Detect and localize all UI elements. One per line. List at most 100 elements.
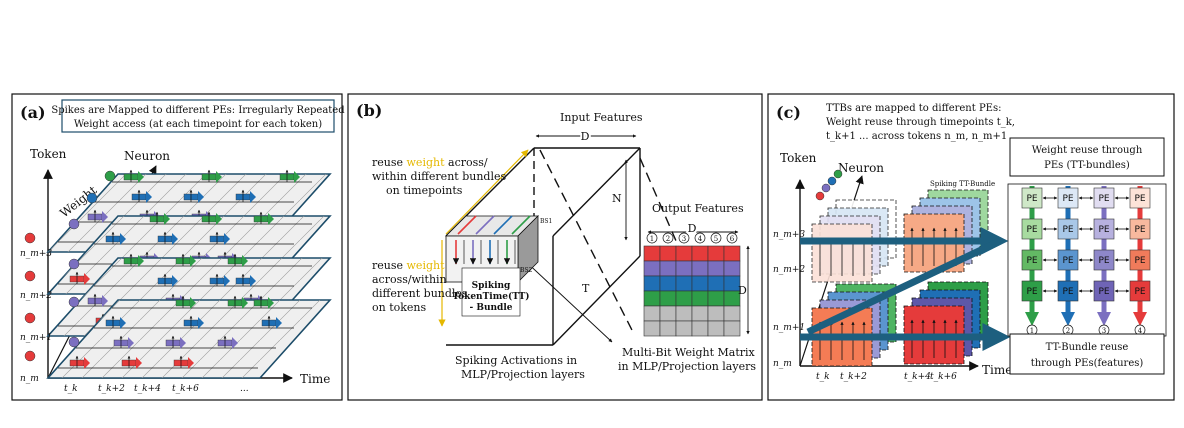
matrix-col-circle <box>662 232 674 244</box>
matrix-cell <box>723 305 741 322</box>
matrix-cell <box>643 245 661 262</box>
panel-a-planes <box>46 169 332 379</box>
pe-label: PE <box>1062 287 1073 297</box>
weight-dot-green <box>104 170 116 182</box>
reuse-time-arrow <box>445 149 529 235</box>
pe-label: PE <box>1134 225 1145 235</box>
pe-cell <box>1021 187 1043 209</box>
bundle-note-line3: - Bundle <box>469 303 512 313</box>
matrix-cell <box>691 275 709 292</box>
matrix-dim-d-label: D <box>688 222 697 235</box>
reuse-time-label: reuse weight across/ <box>372 156 488 169</box>
pe-column-arrow <box>1061 312 1075 326</box>
spike-arrow-head <box>276 317 282 329</box>
reuse-time-line4: on timepoints <box>386 184 463 197</box>
weight-dot-blue <box>827 176 837 186</box>
spike-arrow-head <box>138 255 144 267</box>
pe-label: PE <box>1062 225 1073 235</box>
weight-reuse-box <box>1009 137 1165 177</box>
panel-a-token-axis-label: Token <box>30 147 67 161</box>
matrix-col-label: 1 <box>650 235 654 243</box>
spike-arrow-head <box>164 213 170 225</box>
bundle-note-line2: TokenTime(TT) <box>452 291 529 302</box>
bundle-top-spike <box>475 215 495 235</box>
panel-a-time-label: t_k+4 <box>134 384 161 394</box>
spike-arrow-head <box>84 273 90 285</box>
weight-dot-green <box>833 169 843 179</box>
weight-caption-line1: Multi-Bit Weight Matrix <box>622 346 756 359</box>
panel-c-label: (c) <box>776 103 801 122</box>
spike-arrow-head <box>146 191 152 203</box>
pe-cell <box>1057 218 1079 240</box>
pe-label: PE <box>1098 194 1109 204</box>
panel-c-time-label: t_k <box>816 372 830 382</box>
matrix-cell <box>659 260 677 277</box>
panel-a-ellipsis: ... <box>240 384 249 394</box>
pe-label: PE <box>1026 287 1037 297</box>
dim-t-arrow <box>521 257 613 343</box>
pe-col-label: 1 <box>1030 327 1034 335</box>
panel-c-bundles <box>811 189 989 367</box>
pe-label: PE <box>1134 256 1145 266</box>
spiking-tt-bundle-label: Spiking TT-Bundle <box>930 180 995 188</box>
pe-label: PE <box>1134 194 1145 204</box>
matrix-cell <box>659 245 677 262</box>
pe-cell <box>1129 187 1151 209</box>
matrix-cell <box>659 305 677 322</box>
reuse-token-line4: on tokens <box>372 301 427 314</box>
spiking-caption-line1: Spiking Activations in <box>455 354 577 367</box>
matrix-cell <box>691 245 709 262</box>
matrix-cell <box>707 305 725 322</box>
panel-c-time-label: t_k+4 <box>904 372 931 382</box>
bundle-top-spike <box>511 215 531 235</box>
panel-b: (b) Input Features D N T BS <box>347 93 763 401</box>
matrix-col-circle <box>726 232 738 244</box>
panel-c-neuron-axis-label: Neuron <box>838 161 884 175</box>
panel-c: (c) TTBs are mapped to different PEs: We… <box>767 93 1175 401</box>
bundle-top-spike <box>457 215 477 235</box>
pe-column-arrow <box>1133 312 1147 326</box>
matrix-cell <box>723 245 741 262</box>
spike-arrow-head <box>268 213 274 225</box>
pe-column-arrow <box>1025 312 1039 326</box>
spike-arrow-head <box>190 297 196 309</box>
spike-arrow-head <box>242 255 248 267</box>
pe-label: PE <box>1098 225 1109 235</box>
panel-c-row-label: n_m+1 <box>773 323 805 333</box>
matrix-cell <box>707 245 725 262</box>
pe-label: PE <box>1026 225 1037 235</box>
matrix-col-label: 4 <box>698 235 703 243</box>
dim-d-label: D <box>581 130 590 143</box>
reuse-time-line3: within different bundles <box>372 170 506 183</box>
matrix-col-circle <box>694 232 706 244</box>
matrix-cell <box>643 275 661 292</box>
matrix-col-circle <box>646 232 658 244</box>
matrix-col-label: 5 <box>714 235 718 243</box>
spike-arrow-head <box>224 275 230 287</box>
tt-reuse-line2: through PEs(features) <box>1031 358 1144 369</box>
panel-c-token-axis-label: Token <box>780 151 817 165</box>
weight-dot-purple <box>821 183 831 193</box>
matrix-cell <box>659 320 677 337</box>
panel-c-row-label: n_m+2 <box>773 265 805 275</box>
panel-a-row-label: n_m+3 <box>20 249 52 259</box>
reuse-token-line2: across/within <box>372 273 447 286</box>
panel-a-row-label: n_m+2 <box>20 291 52 301</box>
pe-cell <box>1057 280 1079 302</box>
pe-cell <box>1093 249 1115 271</box>
pe-col-label: 3 <box>1102 327 1106 335</box>
spike-arrow-head <box>250 275 256 287</box>
spike-arrow-head <box>268 297 274 309</box>
pe-cell <box>1129 218 1151 240</box>
matrix-cell <box>643 305 661 322</box>
pe-cell <box>1021 280 1043 302</box>
link-dashed-line <box>639 157 681 251</box>
matrix-col-label: 2 <box>666 235 670 243</box>
reuse-token-label: reuse weight <box>372 259 445 272</box>
panel-c-caption-line1: TTBs are mapped to different PEs: <box>826 103 1001 114</box>
matrix-cell <box>643 260 661 277</box>
matrix-cell <box>675 290 693 307</box>
bundle-top-spike <box>493 215 513 235</box>
panel-a: (a) Spikes are Mapped to different PEs: … <box>11 93 345 401</box>
spike-arrow-head <box>224 233 230 245</box>
